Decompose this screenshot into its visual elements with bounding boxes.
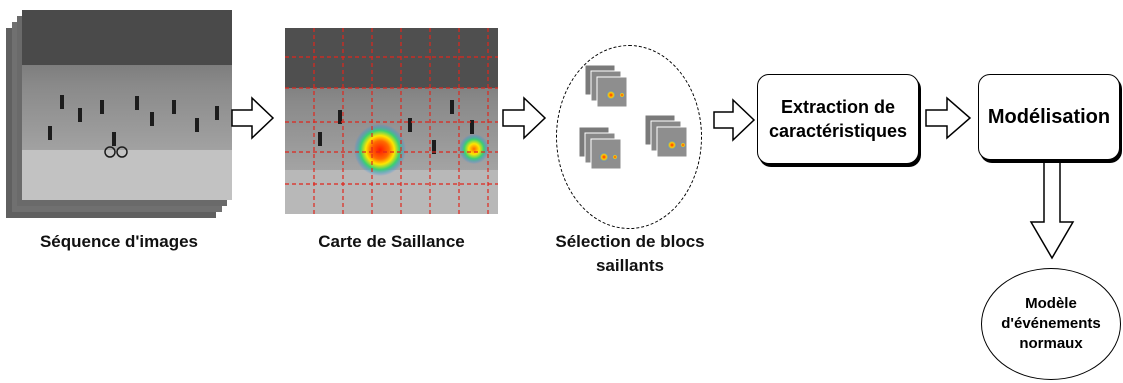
pedestrians-map <box>318 100 474 154</box>
heat-spot-main <box>354 124 406 176</box>
modelisation-box: Modélisation <box>978 74 1120 160</box>
extraction-box: Extraction de caractéristiques <box>757 74 919 164</box>
output-line2: d'événements <box>1001 315 1101 332</box>
label-block-selection: Sélection de blocs saillants <box>530 230 730 278</box>
output-model-ellipse: Modèle d'événements normaux <box>981 268 1121 380</box>
output-line3: normaux <box>1019 335 1083 352</box>
extraction-line1: Extraction de <box>780 97 895 117</box>
frame-trees <box>22 10 232 65</box>
arrow-2 <box>502 96 547 140</box>
pedestrians-seq <box>48 95 219 146</box>
label-saliency-map: Carte de Saillance <box>318 232 465 251</box>
bicycle-icon <box>104 146 116 158</box>
arrow-1 <box>231 96 275 140</box>
frame-plaza <box>22 150 232 200</box>
selection-ellipse <box>556 45 702 229</box>
arrow-down <box>1029 159 1075 260</box>
saliency-map <box>285 28 498 214</box>
output-line1: Modèle <box>1025 295 1077 312</box>
arrow-3 <box>713 98 756 142</box>
label-block-selection-line1: Sélection de blocs <box>555 232 705 251</box>
heat-spot-secondary <box>459 134 489 164</box>
label-block-selection-line2: saillants <box>595 256 665 275</box>
extraction-line2: caractéristiques <box>768 121 908 141</box>
arrow-4 <box>925 96 972 140</box>
label-sequence: Séquence d'images <box>39 232 199 251</box>
image-sequence <box>6 10 232 218</box>
block-grid <box>285 28 498 214</box>
